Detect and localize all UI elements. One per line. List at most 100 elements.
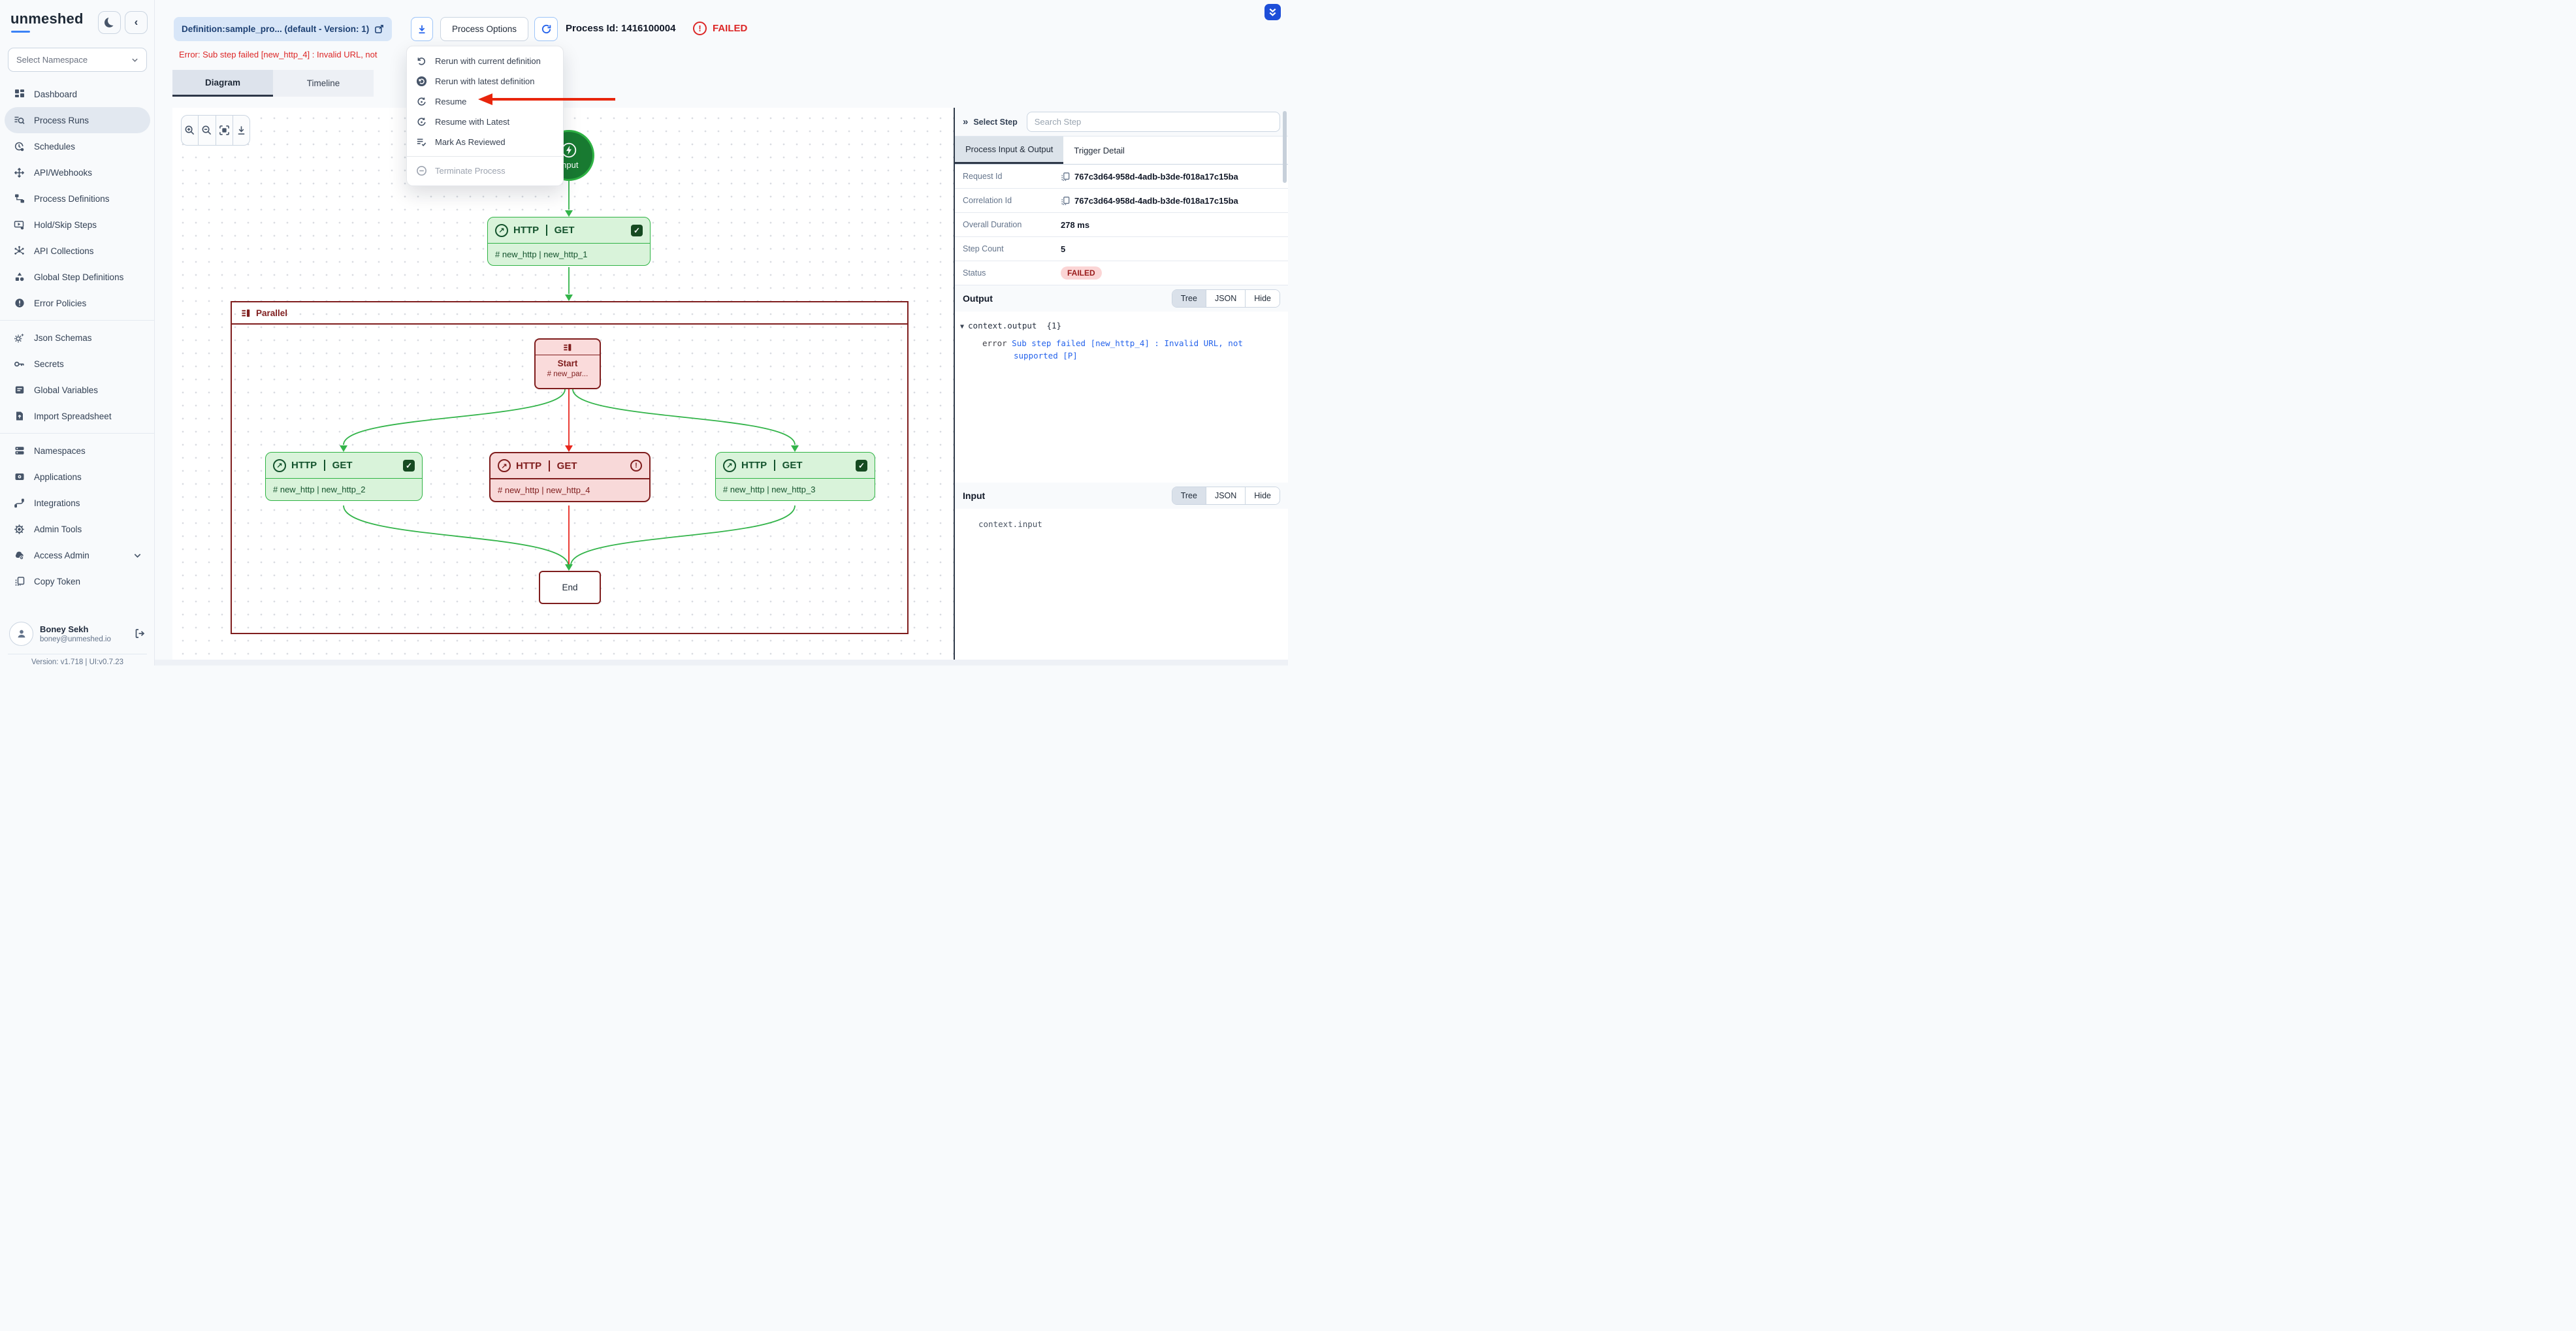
sidebar-item-admin-tools[interactable]: Admin Tools [0, 516, 155, 542]
parallel-icon [241, 308, 251, 318]
user-profile[interactable]: Boney Sekh boney@unmeshed.io [0, 618, 155, 649]
node-http-4[interactable]: ↗ HTTPGET ! # new_http | new_http_4 [489, 452, 651, 502]
sidebar-item-global-variables[interactable]: Global Variables [0, 377, 155, 403]
tree-caret-icon[interactable]: ▼ [960, 323, 964, 330]
sidebar-item-schedules[interactable]: Schedules [0, 133, 155, 159]
secrets-icon [14, 359, 25, 370]
sidebar-item-applications[interactable]: Applications [0, 464, 155, 490]
detail-label: Correlation Id [963, 196, 1061, 205]
node-http-3[interactable]: ↗ HTTPGET ✓ # new_http | new_http_3 [715, 452, 875, 501]
sidebar-item-dashboard[interactable]: Dashboard [0, 81, 155, 107]
seg-input-json-button[interactable]: JSON [1206, 487, 1246, 504]
widget-double-chevron-button[interactable] [1264, 4, 1281, 20]
download-diagram-button[interactable] [233, 116, 250, 145]
sidebar-item-copy-token[interactable]: Copy Token [0, 568, 155, 594]
sidebar-item-secrets[interactable]: Secrets [0, 351, 155, 377]
seg-output-tree-button[interactable]: Tree [1172, 290, 1206, 307]
tab-trigger-detail[interactable]: Trigger Detail [1063, 136, 1135, 164]
node-subtitle: # new_http | new_http_3 [716, 479, 875, 500]
sidebar-item-namespaces[interactable]: Namespaces [0, 438, 155, 464]
sidebar-item-hold-skip-steps[interactable]: Hold/Skip Steps [0, 212, 155, 238]
node-subtitle: # new_http | new_http_1 [488, 244, 650, 265]
moon-icon [105, 18, 114, 27]
output-title: Output [963, 293, 993, 304]
tab-timeline[interactable]: Timeline [273, 70, 374, 97]
divider [407, 156, 563, 157]
seg-input-tree-button[interactable]: Tree [1172, 487, 1206, 504]
output-tree: ▼context.output {1} error Sub step faile… [955, 312, 1288, 483]
user-email: boney@unmeshed.io [40, 635, 111, 643]
process-runs-icon [14, 115, 25, 126]
process-options-button[interactable]: Process Options [440, 17, 528, 41]
menu-item-mark-as-reviewed[interactable]: Mark As Reviewed [407, 132, 563, 152]
node-subtitle: # new_http | new_http_4 [491, 479, 649, 501]
sidebar-item-process-runs[interactable]: Process Runs [5, 107, 150, 133]
dashboard-icon [14, 89, 25, 100]
diagram-canvas[interactable]: Input ↗ HTTPGET ✓ # new_http | new_http_… [172, 108, 954, 660]
user-name: Boney Sekh [40, 624, 111, 634]
sidebar-item-error-policies[interactable]: Error Policies [0, 290, 155, 316]
menu-item-rerun-with-current-definition[interactable]: Rerun with current definition [407, 51, 563, 71]
failed-status-text: FAILED [713, 23, 747, 34]
copy-token-icon [14, 576, 25, 587]
menu-item-resume-with-latest[interactable]: Resume with Latest [407, 112, 563, 132]
step-detail-panel: » Select Step Process Input & Output Tri… [955, 108, 1288, 660]
http-icon: ↗ [495, 224, 508, 237]
start-node-subtitle: # new_par... [536, 370, 600, 378]
download-definition-button[interactable] [411, 17, 433, 41]
menu-item-terminate-process[interactable]: Terminate Process [407, 161, 563, 181]
namespace-select[interactable]: Select Namespace [8, 48, 147, 72]
zoom-in-button[interactable] [182, 116, 199, 145]
node-end[interactable]: End [539, 571, 601, 604]
refresh-button[interactable] [534, 17, 558, 41]
sidebar-item-process-definitions[interactable]: Process Definitions [0, 185, 155, 212]
api-webhooks-icon [14, 167, 25, 178]
theme-toggle-button[interactable] [98, 11, 121, 34]
chevron-left-icon: ‹ [135, 16, 138, 29]
hold-skip-steps-icon [14, 219, 25, 231]
fit-view-button[interactable] [216, 116, 233, 145]
tab-process-input-output[interactable]: Process Input & Output [955, 136, 1063, 164]
sidebar-item-global-step-definitions[interactable]: Global Step Definitions [0, 264, 155, 290]
node-start[interactable]: Start # new_par... [534, 338, 601, 389]
detail-row-overall-duration: Overall Duration278 ms [955, 213, 1288, 237]
sidebar-item-label: Global Variables [34, 385, 98, 395]
sidebar-collapse-button[interactable]: ‹ [125, 11, 148, 34]
logout-icon[interactable] [134, 628, 146, 639]
sidebar-item-integrations[interactable]: Integrations [0, 490, 155, 516]
panel-scrollbar-thumb[interactable] [1283, 111, 1287, 183]
seg-input-hide-button[interactable]: Hide [1246, 487, 1280, 504]
node-http-2[interactable]: ↗ HTTPGET ✓ # new_http | new_http_2 [265, 452, 423, 501]
resume-icon [416, 96, 427, 107]
sidebar-item-api-collections[interactable]: API Collections [0, 238, 155, 264]
copy-icon[interactable] [1061, 172, 1070, 182]
sidebar-item-api-webhooks[interactable]: API/Webhooks [0, 159, 155, 185]
output-error-key: error [982, 338, 1007, 348]
admin-tools-icon [14, 524, 25, 535]
tab-diagram[interactable]: Diagram [172, 70, 273, 97]
sidebar-item-json-schemas[interactable]: Json Schemas [0, 325, 155, 351]
copy-icon[interactable] [1061, 196, 1070, 206]
sidebar-item-label: Error Policies [34, 298, 86, 308]
search-step-input[interactable] [1027, 112, 1280, 132]
applications-icon [14, 472, 25, 483]
definition-pill[interactable]: Definition:sample_pro... (default - Vers… [174, 17, 392, 41]
menu-item-label: Rerun with current definition [435, 56, 541, 66]
collapse-panel-icon[interactable]: » [963, 116, 968, 127]
rerun-current-icon [416, 56, 427, 67]
node-http-1[interactable]: ↗ HTTPGET ✓ # new_http | new_http_1 [487, 217, 651, 266]
menu-item-rerun-with-latest-definition[interactable]: Rerun with latest definition [407, 71, 563, 91]
seg-output-json-button[interactable]: JSON [1206, 290, 1246, 307]
seg-output-hide-button[interactable]: Hide [1246, 290, 1280, 307]
horizontal-scroll-strip[interactable] [155, 660, 1288, 666]
input-view-toggle: TreeJSONHide [1172, 487, 1280, 505]
integrations-icon [14, 498, 25, 509]
sidebar-item-import-spreadsheet[interactable]: Import Spreadsheet [0, 403, 155, 429]
double-chevron-down-icon [1268, 7, 1278, 17]
sidebar-item-access-admin[interactable]: Access Admin [0, 542, 155, 568]
json-schemas-icon [14, 332, 25, 344]
output-section-header: Output TreeJSONHide [955, 285, 1288, 312]
person-icon [15, 627, 28, 640]
panel-resize-divider[interactable] [954, 108, 955, 660]
zoom-out-button[interactable] [199, 116, 216, 145]
